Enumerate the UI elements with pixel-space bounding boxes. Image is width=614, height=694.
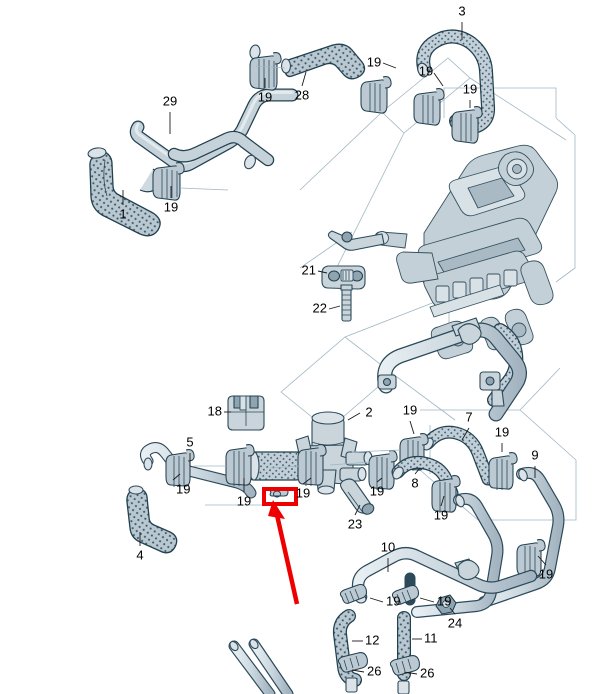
callout-2: 2 [365, 404, 372, 419]
part-4-hose [126, 485, 178, 554]
clamp-19-e [451, 106, 483, 144]
part-18-clip [227, 395, 265, 431]
part-29-hose [129, 44, 299, 173]
callout-19-m: 19 [539, 566, 553, 581]
callout-26-a: 26 [367, 663, 381, 678]
part-9-pipe [478, 466, 565, 608]
clamp-19-i [165, 449, 195, 487]
callout-19-g: 19 [237, 493, 251, 508]
part-28-hose [280, 43, 366, 80]
hose-clamps-group [152, 52, 483, 201]
part-21-bracket [321, 265, 366, 290]
callout-22: 22 [313, 300, 327, 315]
red-highlight-box [262, 487, 298, 506]
leader-lines [122, 22, 547, 675]
callout-19-j: 19 [403, 402, 417, 417]
clamp-19-k [488, 452, 518, 490]
highlight-marker [262, 487, 300, 605]
callout-19-d: 19 [419, 63, 433, 78]
bottom-left-pipes [228, 638, 294, 694]
part-26-grommet-b [389, 655, 420, 694]
callout-10: 10 [381, 539, 395, 554]
clamp-19-c [360, 76, 392, 114]
clamp-19-d [413, 88, 445, 126]
callout-3: 3 [458, 3, 465, 18]
callout-28: 28 [295, 87, 309, 102]
callout-19-b: 19 [258, 89, 272, 104]
callout-19-l: 19 [434, 507, 448, 522]
callout-1: 1 [119, 206, 126, 221]
part-23-bolt [340, 478, 375, 515]
lower-engine-pipe [377, 317, 527, 422]
callout-8: 8 [411, 475, 418, 490]
callout-19-k: 19 [495, 424, 509, 439]
center-hose-row [165, 444, 398, 490]
callout-19-h: 19 [296, 485, 310, 500]
callout-labels: 1 2 3 4 5 7 8 9 10 11 12 18 19 19 19 19 … [119, 3, 553, 680]
part-26-grommet-a [337, 652, 368, 693]
red-arrow-head [268, 500, 285, 519]
callout-7: 7 [465, 409, 472, 424]
callout-19-o: 19 [437, 593, 451, 608]
callout-29: 29 [163, 93, 177, 108]
callout-24: 24 [448, 615, 462, 630]
clamp-19-b [249, 52, 282, 91]
red-arrow-shaft [274, 514, 300, 605]
callout-5: 5 [186, 434, 193, 449]
callout-9: 9 [531, 447, 538, 462]
clamp-19-n [339, 583, 368, 604]
engine-arm [327, 230, 385, 251]
callout-19-e: 19 [463, 81, 477, 96]
mid-pipe-lower [411, 492, 504, 618]
clamp-19-o [391, 584, 420, 605]
callout-19-a: 19 [164, 199, 178, 214]
callout-4: 4 [136, 547, 143, 562]
callout-19-i: 19 [370, 483, 384, 498]
callout-12: 12 [365, 632, 379, 647]
clamp-19-a [152, 162, 185, 201]
clamp-19-f [225, 444, 255, 486]
engine-assembly [374, 144, 559, 360]
callout-18: 18 [208, 403, 222, 418]
callout-11: 11 [424, 630, 438, 645]
clamp-19-g [297, 444, 327, 486]
callout-19-c: 19 [367, 54, 381, 69]
callout-26-b: 26 [420, 665, 434, 680]
callout-19-f: 19 [176, 481, 190, 496]
clamp-19-l [431, 475, 461, 513]
part-8-hose [391, 455, 459, 500]
callout-23: 23 [348, 516, 362, 531]
part-22-bolt [340, 284, 353, 322]
callout-19-n: 19 [386, 593, 400, 608]
callout-21: 21 [302, 262, 316, 277]
